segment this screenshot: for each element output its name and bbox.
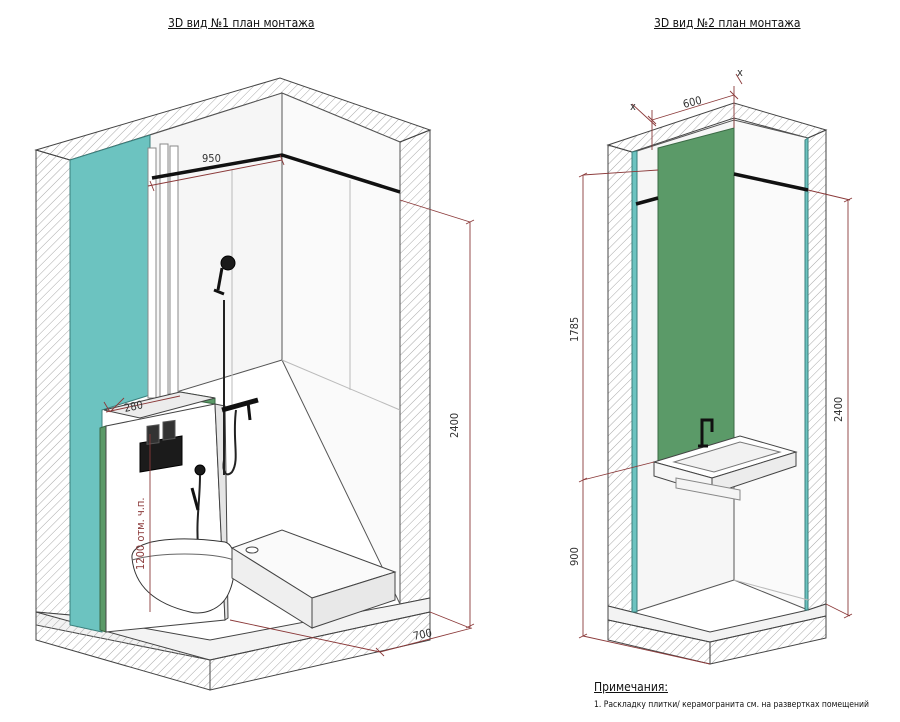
notes-item-1: 1. Раскладку плитки/ керамогранита см. н… <box>594 700 869 710</box>
view2-left-wall-cut <box>607 144 633 613</box>
view1-bidet-hose <box>196 474 201 546</box>
view2-right-wall-cut <box>807 129 827 611</box>
view1-shower-head <box>220 255 236 271</box>
view-1-title: 3D вид №1 план монтажа <box>168 16 315 30</box>
view1-toilet-bowl <box>131 538 236 614</box>
view1-shower-drain <box>245 546 259 554</box>
view2-dim-1785: 1785 <box>568 317 581 342</box>
view-2-drawing <box>578 73 853 665</box>
view1-dim-950: 950 <box>202 152 221 165</box>
view1-dim-1200: 1200 отм. ч.п. <box>134 498 147 571</box>
view1-shower-hose <box>222 409 237 476</box>
view1-bidet-head <box>190 487 200 511</box>
view2-teal-strip <box>631 150 638 613</box>
view2-right-inner-wall <box>733 119 809 611</box>
view1-dim-700: 700 <box>412 626 433 643</box>
view2-sink-basin <box>672 441 782 473</box>
view2-faucet <box>700 418 714 446</box>
view1-left-wall-cut <box>35 149 71 616</box>
view2-ceiling-band <box>635 196 659 206</box>
view-1-drawing <box>34 77 475 691</box>
view1-shower-tray-side <box>311 571 396 629</box>
view1-back-right-wall <box>281 92 401 605</box>
view1-dimensions <box>103 154 475 657</box>
view2-dim-2400: 2400 <box>832 397 845 422</box>
view2-marker-right: x <box>737 66 743 79</box>
view2-marker-left: x <box>630 100 636 113</box>
view1-pipe-3 <box>169 145 179 397</box>
view2-teal-strip-right <box>804 137 809 611</box>
view2-dim-900: 900 <box>568 547 581 566</box>
view2-dimensions <box>578 73 853 665</box>
view1-dim-2400: 2400 <box>448 413 461 438</box>
view1-pipe-1 <box>147 147 157 399</box>
view1-bidet-valve <box>194 464 206 476</box>
view1-partition-top <box>103 391 216 419</box>
notes-heading: Примечания: <box>594 680 668 694</box>
view2-green-panel <box>657 127 735 463</box>
view2-sink-pedestal <box>675 477 741 501</box>
view1-partition-green-edge <box>99 425 107 633</box>
view1-dim-280: 280 <box>123 398 144 415</box>
view1-ceiling-band <box>151 153 401 194</box>
view2-floor-side <box>709 615 827 665</box>
view1-floor-slab-side <box>209 611 431 691</box>
view1-teal-wall-panel <box>69 134 151 633</box>
view-2-title: 3D вид №2 план монтажа <box>654 16 801 30</box>
view2-dim-600: 600 <box>682 94 703 111</box>
view1-shower-mixer <box>221 397 259 413</box>
